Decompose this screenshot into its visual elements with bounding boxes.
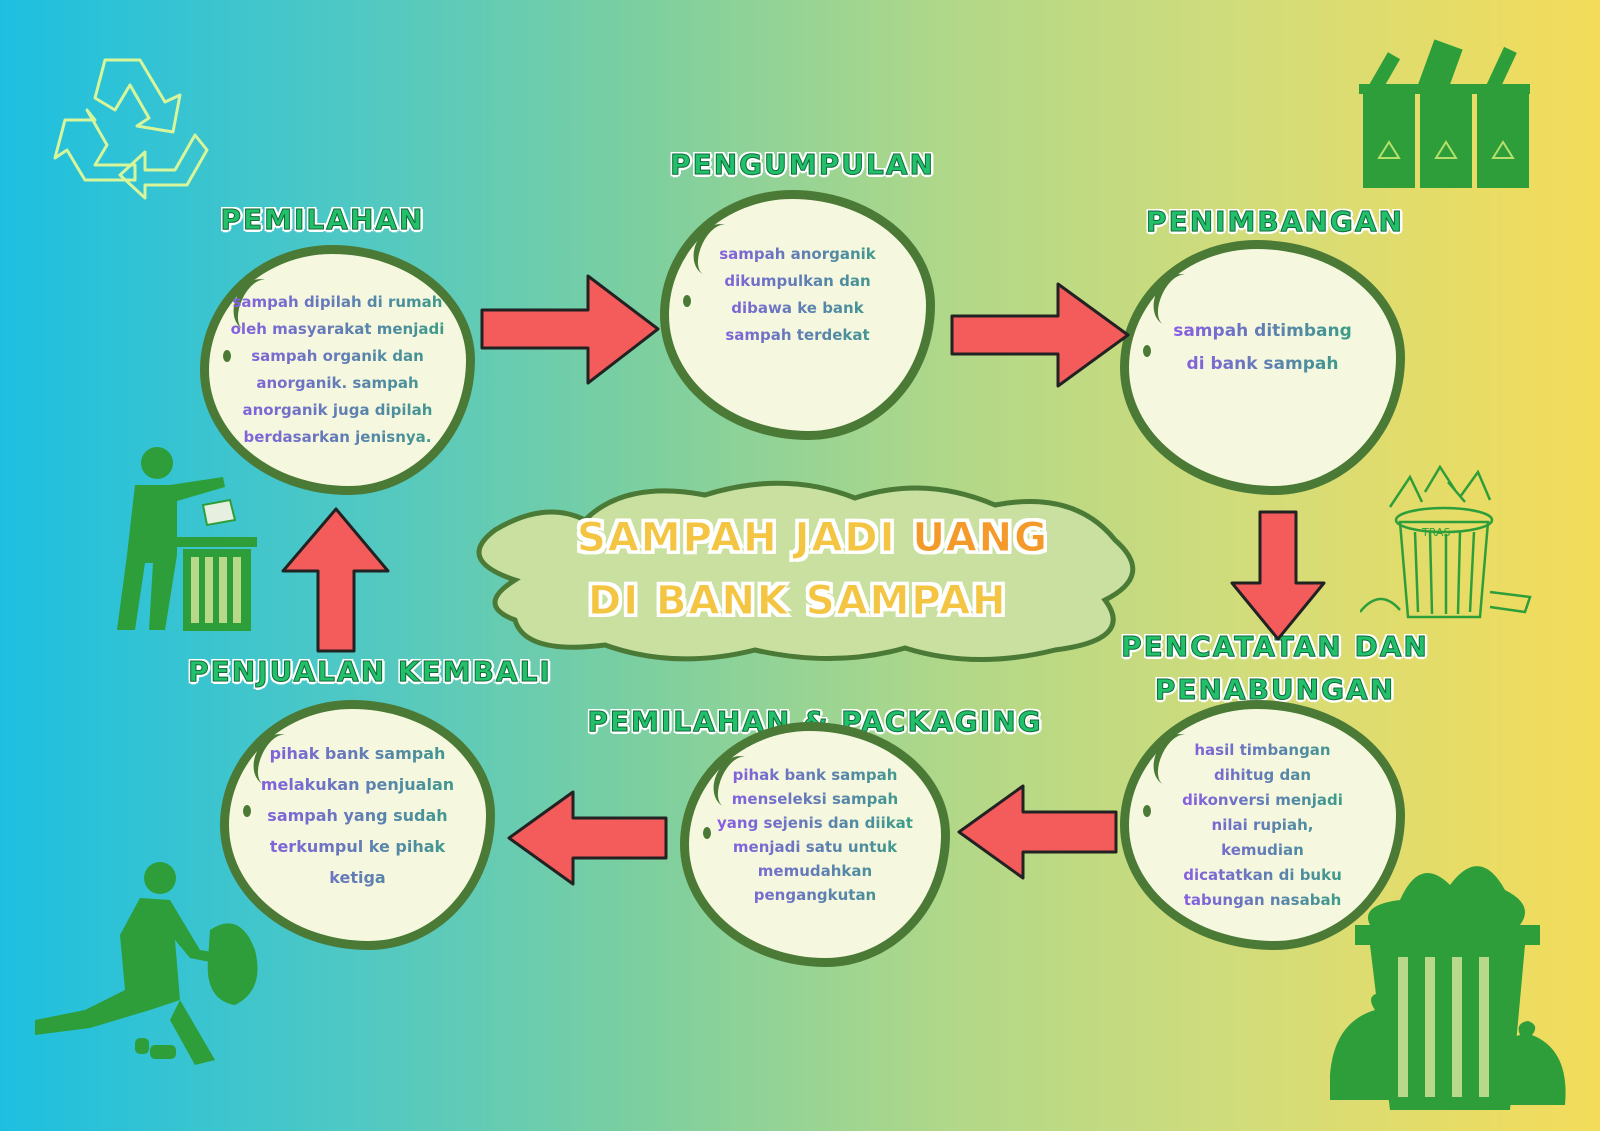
step-text-penjualan: pihak bank sampah melakukan penjualan sa… [248, 738, 468, 893]
center-cloud [476, 480, 1136, 663]
step-bubble-pengumpulan: sampah anorganik dikumpulkan dan dibawa … [660, 190, 935, 440]
person-throwing-trash-icon [117, 447, 257, 631]
step-title-pemilahan: PEMILAHAN [220, 203, 425, 237]
step-bubble-packaging: pihak bank sampah menseleksi sampah yang… [680, 722, 950, 967]
center-title-part2: UANG [912, 515, 1049, 562]
arrow-up [281, 507, 390, 653]
arrow-left-1 [957, 784, 1118, 880]
step-title-penimbangan: PENIMBANGAN [1146, 205, 1404, 239]
center-title-line2: DI BANK SAMPAH [588, 578, 1008, 625]
person-collecting-trash-icon [35, 862, 258, 1065]
arrow-left-2 [507, 790, 668, 886]
step-bubble-pemilahan: sampah dipilah di rumah oleh masyarakat … [200, 245, 475, 495]
step-bubble-penjualan: pihak bank sampah melakukan penjualan sa… [220, 700, 495, 950]
bubble-dot [1143, 805, 1151, 817]
bubble-dot [703, 827, 711, 839]
bubble-dot [223, 350, 231, 362]
step-bubble-pencatatan: hasil timbangan dihitug dan dikonversi m… [1120, 700, 1405, 950]
recycling-bins-icon [1359, 39, 1530, 188]
step-bubble-penimbangan: sampah ditimbang di bank sampah [1120, 240, 1405, 495]
bubble-dot [683, 295, 691, 307]
step-title-penjualan: PENJUALAN KEMBALI [188, 655, 552, 689]
step-title-pengumpulan: PENGUMPULAN [670, 148, 935, 182]
step-text-pengumpulan: sampah anorganik dikumpulkan dan dibawa … [703, 241, 893, 349]
overflowing-trash-can-icon: TRAS [1360, 464, 1532, 619]
step-text-pemilahan: sampah dipilah di rumah oleh masyarakat … [220, 289, 455, 451]
bubble-dot [243, 805, 251, 817]
center-title-line1: SAMPAH JADI UANG [576, 515, 1049, 562]
trash-bags-bin-icon [1330, 866, 1566, 1110]
arrow-down [1230, 510, 1326, 641]
center-title-part1: SAMPAH JADI [576, 515, 913, 562]
bubble-dot [1143, 345, 1151, 357]
step-text-packaging: pihak bank sampah menseleksi sampah yang… [715, 763, 915, 907]
arrow-right-2 [950, 282, 1130, 388]
step-text-penimbangan: sampah ditimbang di bank sampah [1173, 315, 1353, 381]
svg-text:TRAS: TRAS [1421, 526, 1450, 539]
recycle-icon [53, 58, 209, 200]
step-text-pencatatan: hasil timbangan dihitug dan dikonversi m… [1178, 738, 1348, 913]
arrow-right-1 [480, 274, 660, 385]
